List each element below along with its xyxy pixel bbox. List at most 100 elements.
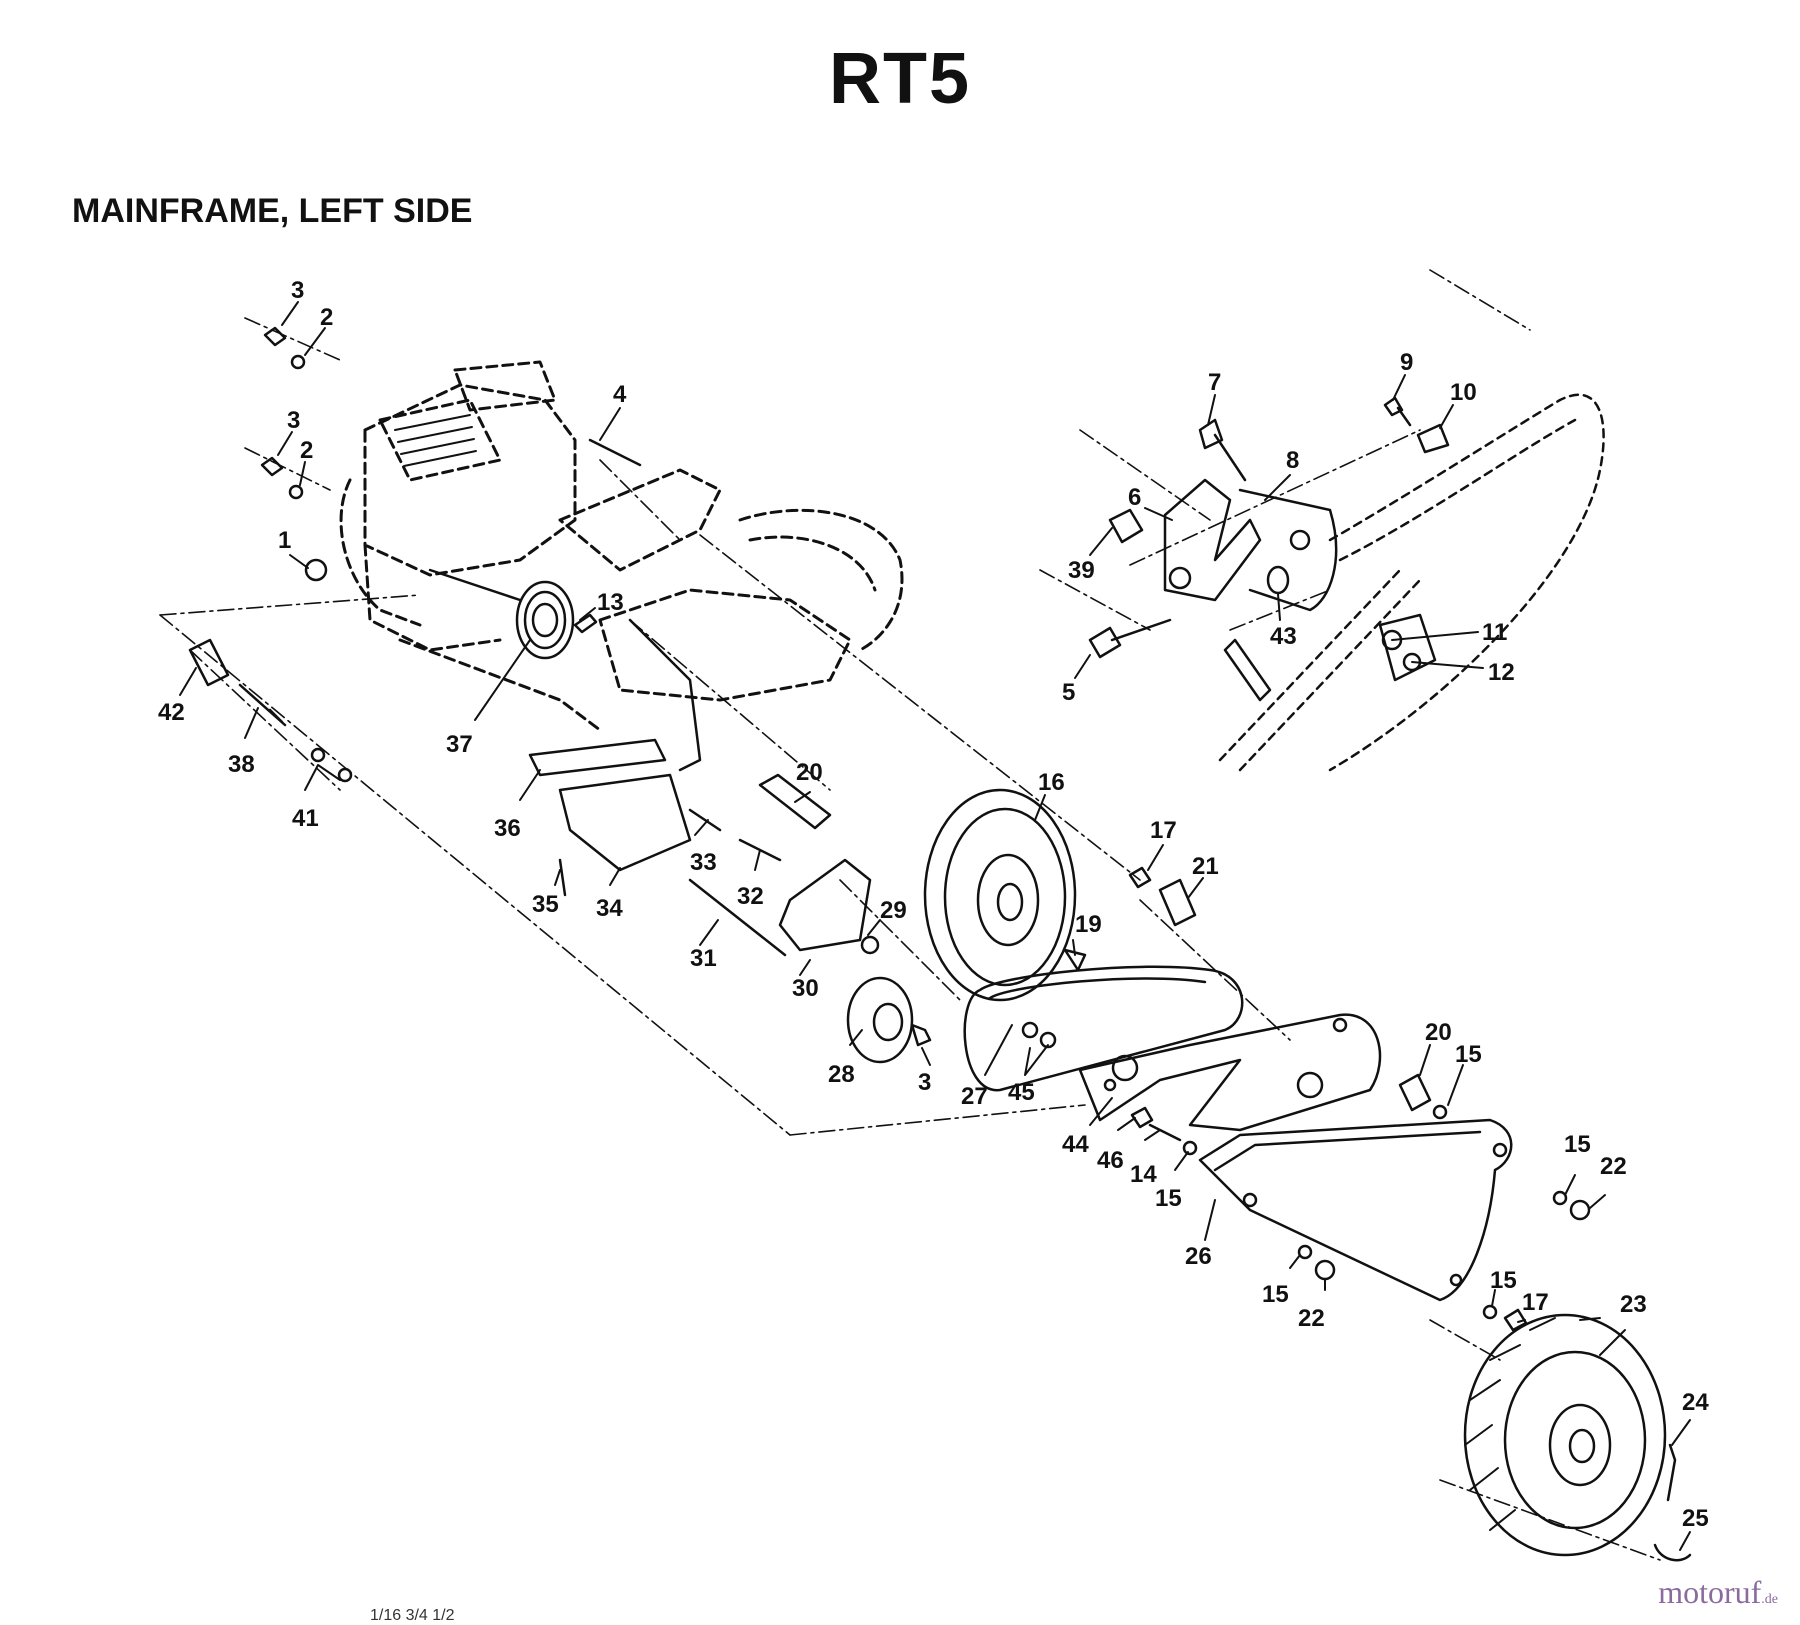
callout-labels: 3 2 3 2 1 4 13 37 42 38 41 36 20 16 17 2… [158,277,1709,1532]
callout-12: 12 [1488,659,1515,686]
callout-11: 11 [1482,619,1507,646]
nut-17a [1128,866,1152,889]
washer-15c [1552,1190,1568,1206]
callout-17: 17 [1522,1289,1549,1316]
callout-24: 24 [1682,1389,1709,1416]
callout-7: 7 [1208,369,1221,396]
callout-19: 19 [1075,911,1102,938]
nut-3b [260,456,284,477]
callout-33: 33 [690,849,717,876]
callout-42: 42 [158,699,185,726]
callout-31: 31 [690,945,717,972]
callout-35: 35 [532,891,559,918]
washer-45b [1039,1031,1057,1049]
watermark: motoruf.de [1658,1574,1778,1611]
bolt-14 [1148,1123,1182,1142]
callout-38: 38 [228,751,255,778]
callout-2: 2 [320,304,333,331]
diagram-subtitle: MAINFRAME, LEFT SIDE [72,192,473,230]
assembly-lines [159,269,1661,1561]
callout-22: 22 [1600,1153,1627,1180]
callout-29: 29 [880,897,907,924]
wheel-23 [1463,1313,1667,1557]
callout-2: 2 [300,437,313,464]
washer-43 [1266,565,1290,595]
callout-26: 26 [1185,1243,1212,1270]
callout-4: 4 [613,381,627,408]
callout-8: 8 [1286,447,1299,474]
pin-24 [1666,1443,1677,1502]
callout-36: 36 [494,815,521,842]
bolt-38 [238,683,287,727]
callout-15: 15 [1155,1185,1182,1212]
nut-3a [263,326,287,347]
callout-41: 41 [292,805,319,832]
clip-10 [1416,423,1450,454]
callout-46: 46 [1097,1147,1124,1174]
callout-43: 43 [1270,623,1297,650]
callout-45: 45 [1008,1079,1035,1106]
washer-15b [1182,1140,1198,1156]
belt-27 [963,965,1244,1092]
callout-1: 1 [278,527,291,554]
callout-16: 16 [1038,769,1065,796]
engine-pulley-37 [515,580,575,660]
callout-3: 3 [287,407,300,434]
callout-23: 23 [1620,1291,1647,1318]
watermark-name: motoruf [1658,1574,1762,1610]
idler-pulley-28 [846,976,914,1064]
callout-44: 44 [1062,1131,1089,1158]
callout-15: 15 [1262,1281,1289,1308]
callout-3: 3 [918,1069,931,1096]
washer-15e [1482,1304,1498,1320]
engine-shaft [428,568,522,602]
clip-25 [1653,1543,1692,1562]
spacer-20a [758,773,832,830]
callout-20: 20 [1425,1019,1452,1046]
callout-14: 14 [1130,1161,1157,1188]
washer-2b [288,484,304,500]
callout-27: 27 [961,1083,988,1110]
callout-17: 17 [1150,817,1177,844]
cover-26 [1198,1118,1513,1302]
callout-25: 25 [1682,1505,1709,1532]
bolt-5 [1088,618,1172,659]
callout-10: 10 [1450,379,1477,406]
washer-15d [1297,1244,1313,1260]
tine-shield-outline [1218,393,1605,772]
bolt-31 [688,878,787,957]
knob-11-12 [1378,613,1437,682]
callout-39: 39 [1068,557,1095,584]
idler-bracket-29 [778,858,872,952]
bolt-9 [1383,396,1412,427]
washer-15a [1432,1104,1448,1120]
cap-39 [1108,508,1144,544]
callout-30: 30 [792,975,819,1002]
nut-3c [910,1023,932,1047]
diagram-title: RT5 [828,39,972,119]
callout-15: 15 [1564,1131,1591,1158]
washer-41b [337,767,353,783]
bolt-7 [1198,418,1247,482]
nut-17b [1503,1308,1528,1332]
callout-15: 15 [1490,1267,1517,1294]
leader-lines [179,301,1691,1551]
callout-32: 32 [737,883,764,910]
callout-6: 6 [1128,484,1141,511]
plate-8 [1238,488,1338,612]
nut-46 [1130,1106,1154,1129]
callout-37: 37 [446,731,473,758]
callout-15: 15 [1455,1041,1482,1068]
shaft-main [628,618,702,772]
bolt-35 [558,858,567,897]
watermark-tld: .de [1761,1592,1778,1607]
mainframe-outline [398,468,904,732]
nut-1 [304,558,328,582]
nut-22a [1569,1199,1591,1221]
callout-34: 34 [596,895,623,922]
engine-fins [394,414,477,467]
callout-20: 20 [796,759,823,786]
callout-22: 22 [1298,1305,1325,1332]
nut-22b [1314,1259,1336,1281]
